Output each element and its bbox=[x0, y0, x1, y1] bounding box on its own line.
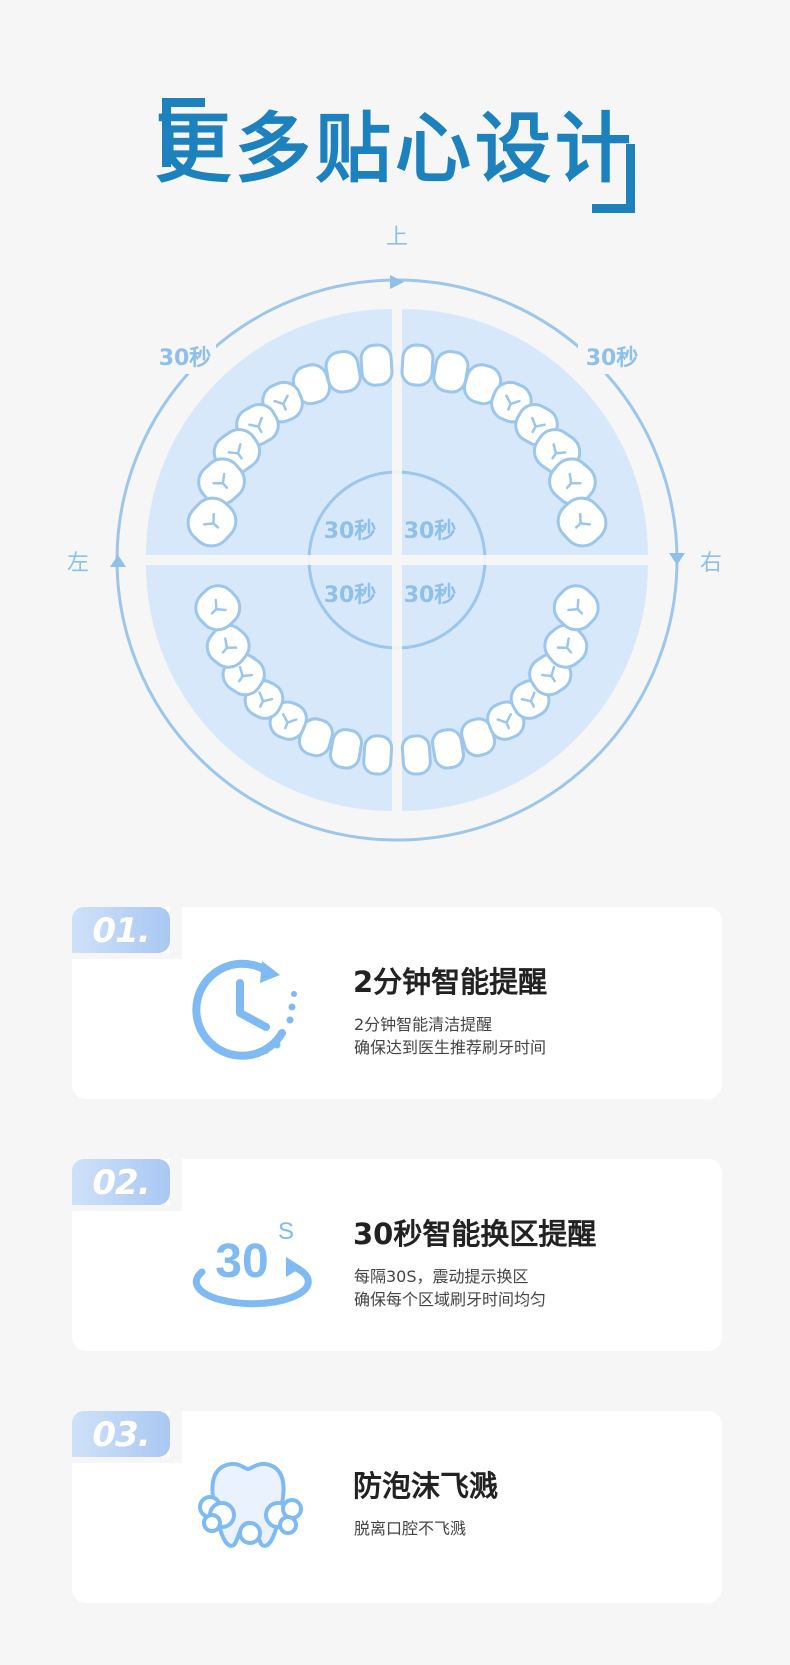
arrow-left-icon bbox=[110, 555, 126, 567]
clock-icon bbox=[192, 959, 297, 1060]
quadrant-upper-right-time: 30秒 bbox=[404, 519, 457, 544]
feature-number: 02. bbox=[72, 1159, 170, 1205]
label-left: 左 bbox=[67, 551, 89, 576]
tooth-foam-icon bbox=[198, 1461, 303, 1548]
feature-title: 防泡沫飞溅 bbox=[353, 1469, 499, 1503]
feature-card-2: 02. 30 S 30秒智能换区提醒 每隔30S，震动提示换区 确保每个区域刷牙… bbox=[72, 1159, 722, 1351]
upper-tooth bbox=[556, 496, 608, 548]
arrow-right-icon bbox=[669, 553, 685, 565]
lower-tooth bbox=[543, 623, 589, 669]
feature-number: 01. bbox=[72, 907, 170, 953]
page-header: 更多贴心设计 bbox=[0, 82, 790, 213]
page-title: 更多贴心设计 bbox=[155, 104, 635, 193]
lower-tooth bbox=[205, 623, 251, 669]
lower-tooth bbox=[194, 584, 242, 632]
lower-tooth bbox=[552, 584, 600, 632]
outer-right-time: 30秒 bbox=[586, 346, 639, 371]
upper-tooth bbox=[186, 496, 238, 548]
feature-title: 2分钟智能提醒 bbox=[353, 965, 548, 999]
quadrant-upper-left-time: 30秒 bbox=[324, 519, 377, 544]
icon-unit: S bbox=[278, 1218, 294, 1245]
title-bracket-left bbox=[162, 98, 205, 167]
feature-desc-line1: 每隔30S，震动提示换区 bbox=[354, 1267, 529, 1286]
lower-tooth bbox=[329, 728, 363, 770]
outer-left-time: 30秒 bbox=[159, 346, 212, 371]
title-bracket-right bbox=[592, 144, 635, 213]
quadrant-lower-right-time: 30秒 bbox=[404, 583, 457, 608]
feature-desc-line2: 确保达到医生推荐刷牙时间 bbox=[354, 1038, 547, 1057]
teeth bbox=[186, 343, 608, 776]
quadrant-lower-left-time: 30秒 bbox=[324, 583, 377, 608]
icon-number: 30 bbox=[215, 1235, 268, 1288]
label-top: 上 bbox=[386, 225, 408, 250]
feature-desc-line2: 确保每个区域刷牙时间均匀 bbox=[354, 1290, 547, 1309]
brushing-zones-diagram: 上 左 右 30秒 30秒 30秒 30秒 30秒 30秒 bbox=[67, 225, 722, 842]
upper-tooth bbox=[359, 343, 394, 387]
feature-number: 03. bbox=[72, 1411, 170, 1457]
lower-tooth bbox=[431, 728, 465, 770]
feature-title: 30秒智能换区提醒 bbox=[353, 1217, 597, 1251]
feature-desc-line1: 脱离口腔不飞溅 bbox=[354, 1519, 467, 1538]
arrow-top-icon bbox=[390, 275, 404, 289]
feature-card-1: 01. 2分钟智能提醒 2分钟智能清洁提醒 确保达到医生推荐刷牙时间 bbox=[72, 907, 722, 1099]
lower-tooth bbox=[400, 734, 432, 776]
lower-tooth bbox=[362, 734, 394, 776]
label-right: 右 bbox=[700, 551, 722, 576]
upper-tooth bbox=[548, 457, 597, 507]
feature-desc-line1: 2分钟智能清洁提醒 bbox=[354, 1015, 493, 1034]
30-seconds-icon: 30 S bbox=[192, 1218, 312, 1308]
upper-tooth bbox=[400, 343, 435, 387]
upper-tooth bbox=[197, 457, 246, 507]
feature-card-3: 03. 防泡沫飞溅 脱离口腔不飞溅 bbox=[72, 1411, 722, 1603]
